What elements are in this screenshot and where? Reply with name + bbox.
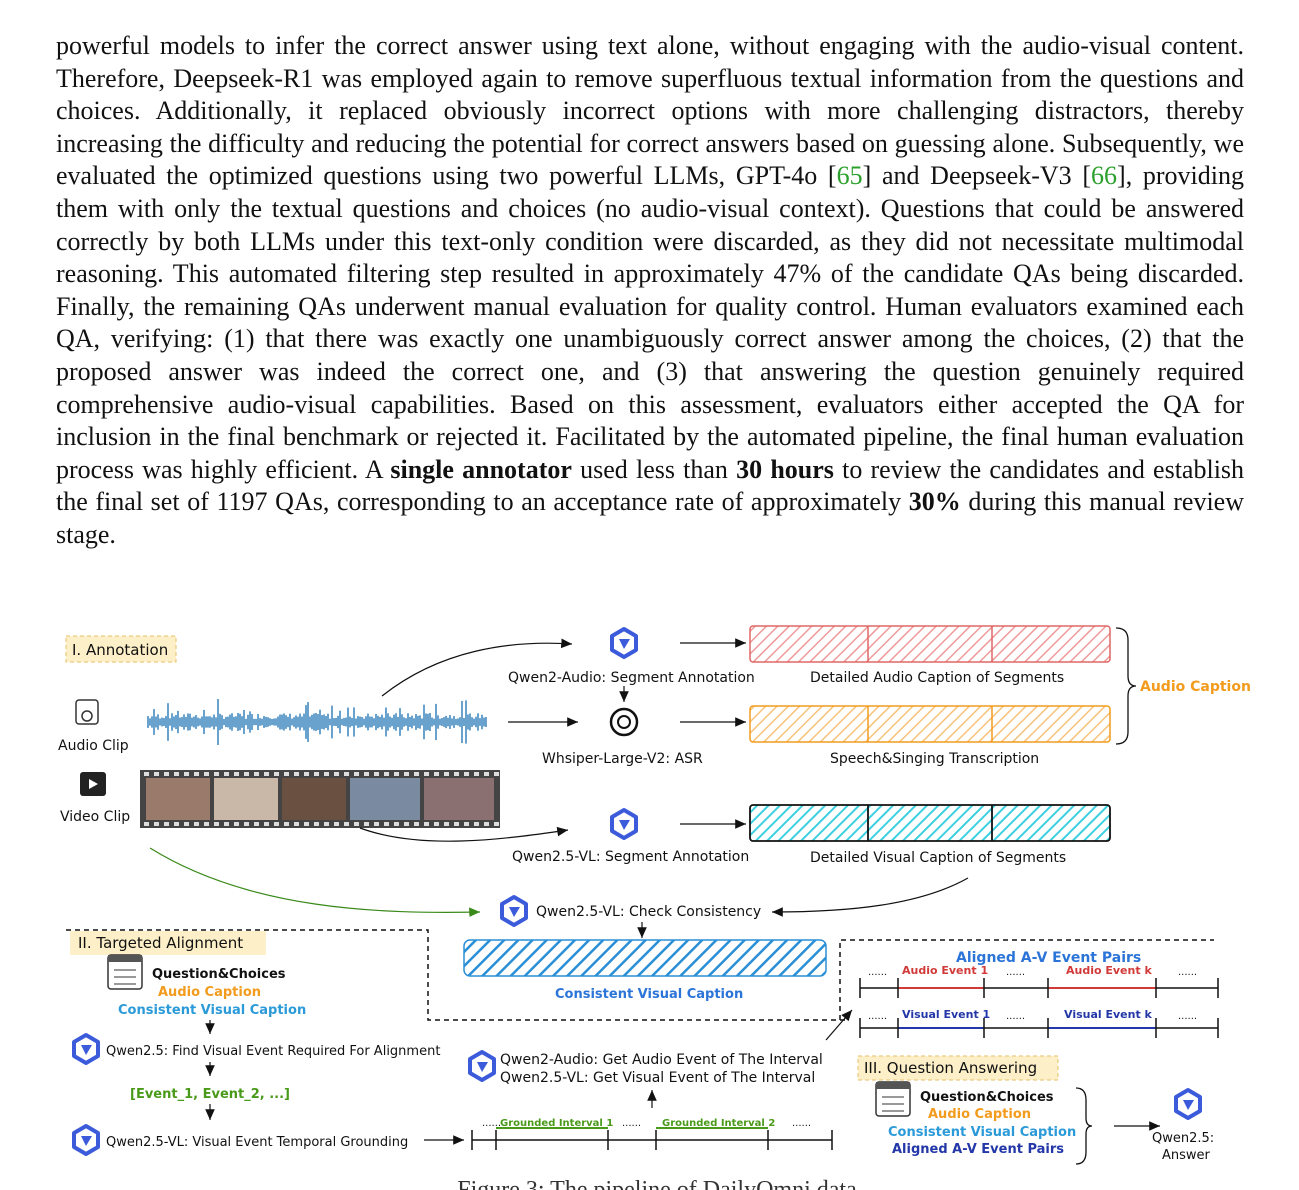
check-consistency-label: Qwen2.5-VL: Check Consistency <box>536 904 761 920</box>
video-clip-label: Video Clip <box>60 809 130 825</box>
audio-caption-bar <box>749 625 1111 663</box>
speech-singing-label: Speech&Singing Transcription <box>830 751 1039 767</box>
ellipsis: ...... <box>1006 1011 1025 1022</box>
audio-event-1: Audio Event 1 <box>902 964 988 977</box>
audio-event-k: Audio Event k <box>1066 964 1152 977</box>
ellipsis: ...... <box>1178 1011 1197 1022</box>
ellipsis: ...... <box>482 1118 501 1129</box>
audio-waveform <box>147 699 487 745</box>
qc-audio-caption: Audio Caption <box>158 985 261 1000</box>
qa-title: Question&Choices <box>920 1090 1054 1105</box>
temporal-grounding-label: Qwen2.5-VL: Visual Event Temporal Ground… <box>106 1135 408 1150</box>
qwen-logo-icon <box>72 1033 100 1065</box>
audio-event-timeline <box>859 978 1219 998</box>
grounded-timeline <box>471 1127 833 1150</box>
paragraph-text: during this manual review stage. <box>56 487 1244 549</box>
visual-event-timeline <box>859 1018 1219 1038</box>
paragraph-text: used less than <box>571 454 737 484</box>
qwen-logo-icon <box>1174 1088 1202 1120</box>
qa-aligned-pairs: Aligned A-V Event Pairs <box>892 1142 1064 1157</box>
qc-title: Question&Choices <box>152 967 286 982</box>
qwen2-audio-label: Qwen2-Audio: Segment Annotation <box>508 670 755 686</box>
paragraph-text: ] and Deepseek-V3 [ <box>862 161 1092 191</box>
openai-logo-icon <box>609 707 639 737</box>
paragraph-text: powerful models to infer the correct ans… <box>56 31 1244 191</box>
qwen-logo-icon <box>610 808 638 840</box>
speaker-icon <box>75 699 99 725</box>
qwen-logo-icon <box>500 895 528 927</box>
bold-phrase: single annotator <box>390 454 572 484</box>
paragraph-text: to review the candidates and establish t… <box>56 454 1245 517</box>
answer-label: Answer <box>1162 1148 1211 1163</box>
stage1-label: I. Annotation <box>72 641 168 659</box>
ellipsis: ...... <box>1006 967 1025 978</box>
body-paragraph: powerful models to infer the correct ans… <box>56 30 1244 552</box>
visual-event-1: Visual Event 1 <box>902 1008 990 1021</box>
grounded-interval-1: Grounded Interval 1 <box>500 1118 613 1129</box>
qc-visual-caption: Consistent Visual Caption <box>118 1003 306 1018</box>
get-audio-event-label: Qwen2-Audio: Get Audio Event of The Inte… <box>500 1052 823 1068</box>
ellipsis: ...... <box>868 1011 887 1022</box>
qa-audio-caption: Audio Caption <box>928 1107 1031 1122</box>
whisper-label: Whsiper-Large-V2: ASR <box>542 751 703 767</box>
qa-visual-caption: Consistent Visual Caption <box>888 1125 1076 1140</box>
ellipsis: ...... <box>622 1118 641 1129</box>
audio-clip-label: Audio Clip <box>58 738 129 754</box>
detailed-audio-caption-label: Detailed Audio Caption of Segments <box>810 670 1064 686</box>
qwen-logo-icon <box>468 1050 496 1082</box>
find-visual-event-label: Qwen2.5: Find Visual Event Required For … <box>106 1044 440 1059</box>
stage-label-box <box>65 635 177 663</box>
bold-phrase: 30% <box>908 487 961 517</box>
stage2-label: II. Targeted Alignment <box>78 934 243 952</box>
visual-caption-bar <box>749 804 1111 842</box>
bold-phrase: 30 hours <box>736 454 834 484</box>
ellipsis: ...... <box>868 967 887 978</box>
ellipsis: ...... <box>1178 967 1197 978</box>
consistent-visual-caption-label: Consistent Visual Caption <box>555 987 743 1002</box>
stage3-label: III. Question Answering <box>864 1059 1037 1077</box>
aligned-pairs-title: Aligned A-V Event Pairs <box>956 950 1141 966</box>
document-icon <box>875 1081 911 1117</box>
qwen25vl-seg-label: Qwen2.5-VL: Segment Annotation <box>512 849 749 865</box>
get-visual-event-label: Qwen2.5-VL: Get Visual Event of The Inte… <box>500 1070 815 1086</box>
brace <box>1075 1087 1093 1165</box>
stage-label-box <box>857 1055 1059 1081</box>
citation-link[interactable]: 65 <box>836 161 863 191</box>
event-list: [Event_1, Event_2, ...] <box>130 1087 290 1102</box>
detailed-visual-caption-label: Detailed Visual Caption of Segments <box>810 850 1066 866</box>
brace <box>1115 627 1137 745</box>
grounded-interval-2: Grounded Interval 2 <box>662 1118 775 1129</box>
citation-link[interactable]: 66 <box>1091 161 1118 191</box>
video-filmstrip <box>140 770 500 828</box>
figure-caption: Figure 3: The pipeline of DailyOmni data… <box>457 1177 863 1190</box>
audio-caption-brace-label: Audio Caption <box>1140 679 1251 695</box>
paragraph-text: ], providing them with only the textual … <box>56 161 1244 484</box>
consistent-visual-caption-bar <box>463 939 827 977</box>
ellipsis: ...... <box>792 1118 811 1129</box>
visual-event-k: Visual Event k <box>1064 1008 1153 1021</box>
transcription-bar <box>749 705 1111 743</box>
document-icon <box>107 954 143 990</box>
qwen-logo-icon <box>610 627 638 659</box>
qwen-logo-icon <box>72 1124 100 1156</box>
stage-label-box <box>70 931 266 955</box>
answer-model-label: Qwen2.5: <box>1152 1131 1214 1146</box>
